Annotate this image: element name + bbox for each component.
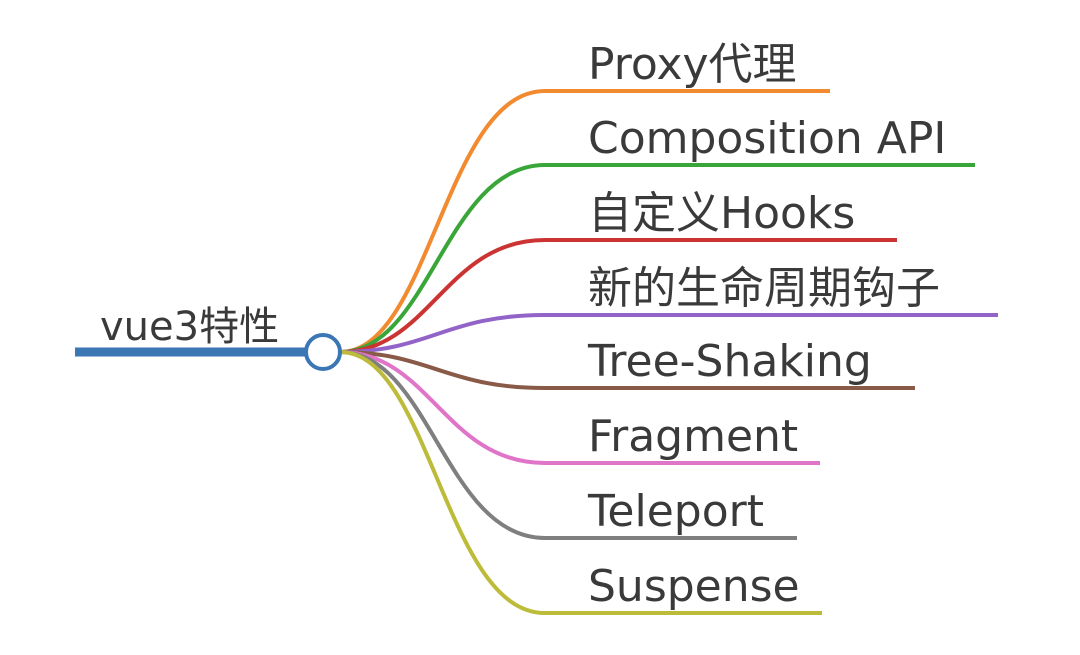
branch-line [339,238,897,354]
root-node-circle [304,333,342,371]
branch-label: Composition API [588,113,946,164]
branch-line [339,350,915,390]
branch-line [339,350,797,540]
branch-line [339,350,820,465]
branch-label: 新的生命周期钩子 [588,263,940,314]
branch-group: Proxy代理 Composition API 自定义Hooks 新的生命周期钩子 Tr… [339,39,998,615]
branch-label: Suspense [588,561,800,612]
branch-line [339,163,975,354]
branch-line [339,350,822,615]
root-label: vue3特性 [100,304,279,350]
branch-label: Tree-Shaking [587,336,872,387]
branch-line [339,89,830,354]
branch-label: 自定义Hooks [588,188,855,239]
branch-label: Teleport [587,486,764,537]
branch-label: Fragment [588,411,798,462]
branch-label: Proxy代理 [588,39,797,90]
branch-line [339,313,998,354]
